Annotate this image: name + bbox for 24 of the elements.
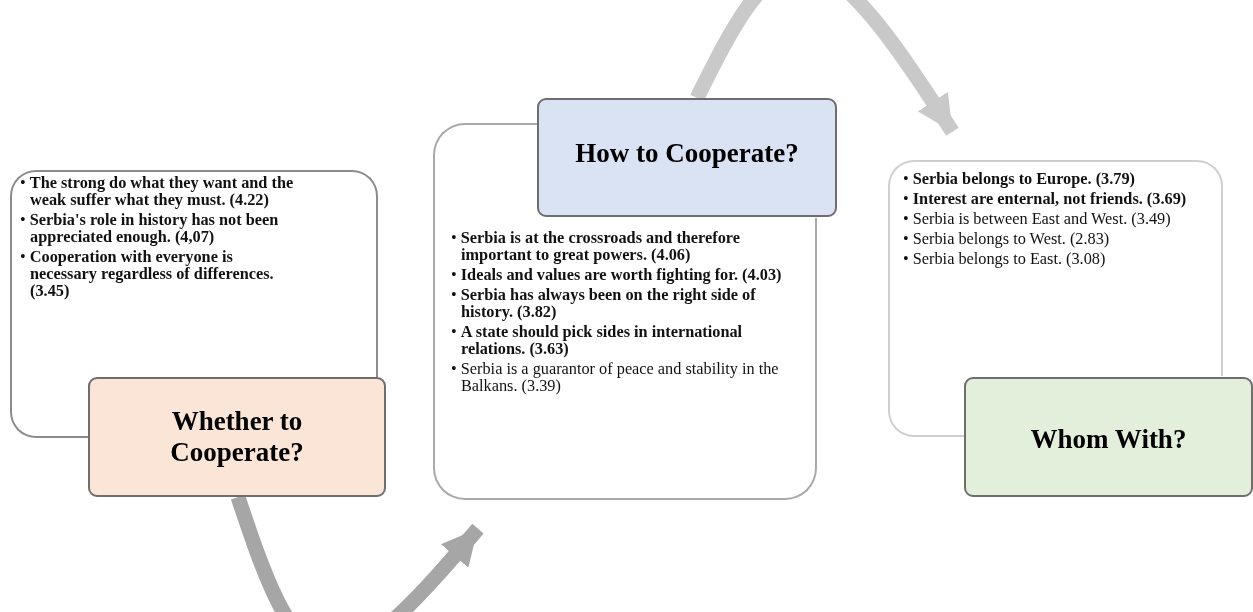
heading-text: Whether to Cooperate? bbox=[169, 406, 305, 468]
bullet-item: • Serbia is between East and West. (3.49) bbox=[903, 210, 1172, 227]
bullet-item: • Cooperation with everyone is necessary regardless of differences. (3.45) bbox=[20, 248, 275, 299]
heading-box bbox=[537, 98, 837, 217]
bullet-item: • Serbia's role in history has not been appreciated enough. (4,07) bbox=[20, 211, 280, 245]
heading-box bbox=[964, 377, 1253, 497]
bullet-item: • The strong do what they want and the weak suffer what they must. (4.22) bbox=[20, 174, 295, 208]
bullet-item: • Serbia is at the crossroads and therefore important to great powers. (4.06) bbox=[451, 229, 741, 263]
bullet-item: • Serbia belongs to West. (2.83) bbox=[903, 230, 1111, 247]
bullet-item: • Serbia belongs to Europe. (3.79) bbox=[903, 170, 1136, 187]
text-panel bbox=[433, 218, 817, 500]
bullet-item: • A state should pick sides in international relations. (3.63) bbox=[451, 323, 744, 357]
text-panel bbox=[10, 170, 378, 377]
curved-arrow bbox=[690, 0, 959, 136]
text-panel bbox=[888, 160, 1223, 376]
curved-arrow bbox=[230, 494, 484, 612]
heading-text: How to Cooperate? bbox=[575, 138, 799, 169]
bullet-item: • Serbia has always been on the right side of history. (3.82) bbox=[451, 286, 757, 320]
bullet-item: • Serbia is a guarantor of peace and stability in the Balkans. (3.39) bbox=[451, 360, 780, 394]
bullet-item: • Ideals and values are worth fighting for. (4.03) bbox=[451, 266, 783, 283]
heading-box bbox=[88, 377, 386, 497]
heading-text: Whom With? bbox=[1030, 423, 1187, 455]
bullet-item: • Serbia belongs to East. (3.08) bbox=[903, 250, 1107, 267]
bullet-item: • Interest are enternal, not friends. (3.69) bbox=[903, 190, 1188, 207]
